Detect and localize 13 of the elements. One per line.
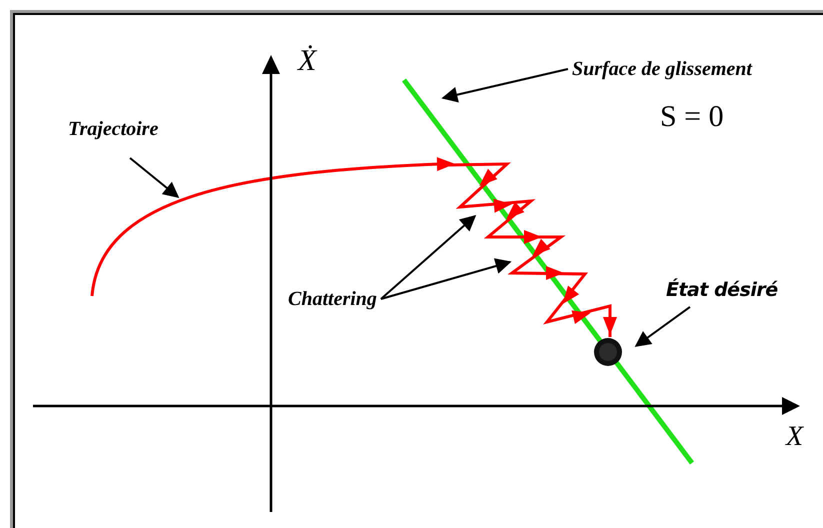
desired-state-label: État désiré	[666, 280, 778, 301]
surface-label: Surface de glissement	[572, 58, 752, 80]
surface-equation: S = 0	[660, 102, 724, 132]
leader-arrow	[380, 214, 476, 300]
x-axis-label: X	[786, 423, 804, 451]
leader-arrow	[634, 306, 691, 347]
trajectory-label: Trajectoire	[68, 118, 158, 140]
leader-arrow	[441, 68, 568, 103]
chattering-label: Chattering	[288, 288, 377, 310]
leader-arrow	[129, 157, 180, 198]
y-axis-label: Ẋ	[298, 46, 316, 76]
leader-arrow	[380, 258, 512, 300]
chattering-zigzag	[448, 162, 617, 337]
